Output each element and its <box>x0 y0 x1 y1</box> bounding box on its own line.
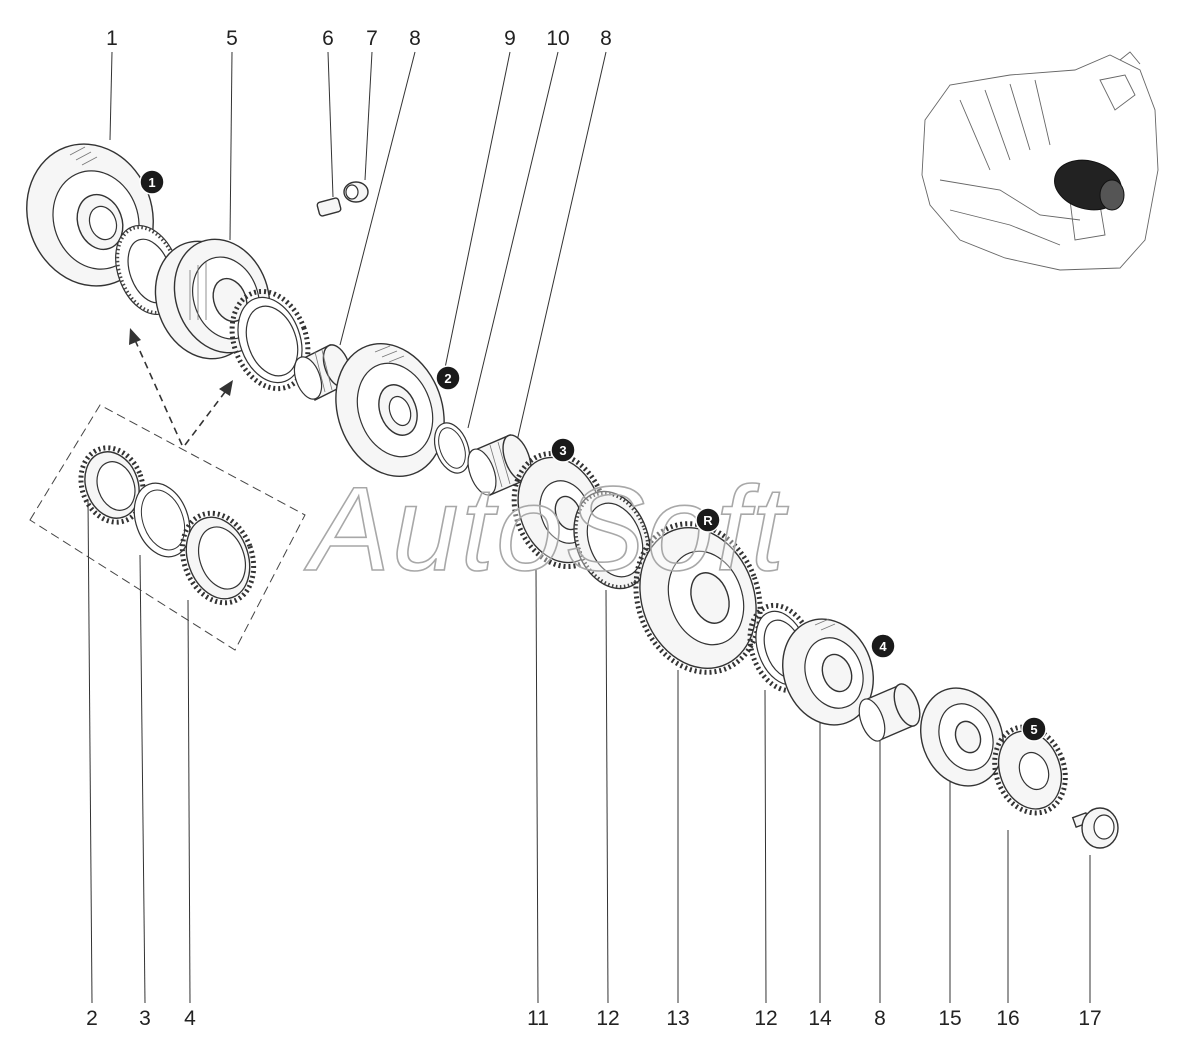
callouts-bottom: 2 3 4 11 12 13 12 14 8 15 16 17 <box>86 1007 1102 1030</box>
badge-1: 1 <box>139 169 165 195</box>
callout-13: 13 <box>666 1007 689 1030</box>
part-8-needle-bearing-a <box>293 344 352 401</box>
callout-15: 15 <box>938 1007 961 1030</box>
svg-text:3: 3 <box>559 443 566 458</box>
callout-12-b: 12 <box>754 1007 777 1030</box>
callout-7: 7 <box>366 27 378 50</box>
callout-5: 5 <box>226 27 238 50</box>
svg-text:5: 5 <box>1030 722 1037 737</box>
callout-10: 10 <box>546 27 569 50</box>
part-7-spring <box>343 181 369 203</box>
part-10-circlip <box>433 422 471 474</box>
callout-2: 2 <box>86 1007 98 1030</box>
callout-17: 17 <box>1078 1007 1101 1030</box>
callout-8-c: 8 <box>874 1007 886 1030</box>
callout-14: 14 <box>808 1007 832 1030</box>
callout-12-a: 12 <box>596 1007 619 1030</box>
callouts-top: 1 5 6 7 8 9 10 8 <box>106 27 612 50</box>
callout-16: 16 <box>996 1007 1019 1030</box>
part-14-gear <box>782 618 874 726</box>
part-15-ball-bearing <box>920 687 1004 787</box>
callout-11: 11 <box>527 1007 549 1030</box>
synchro-inset-group <box>29 328 306 651</box>
part-3-ring <box>133 482 191 558</box>
part-17-bolt <box>1071 807 1119 849</box>
badge-5: 5 <box>1021 716 1047 742</box>
part-2-ring <box>78 445 146 525</box>
callout-6: 6 <box>322 27 334 50</box>
callout-1: 1 <box>106 27 118 50</box>
part-8-needle-bearing-c <box>858 683 921 742</box>
svg-text:R: R <box>703 513 713 528</box>
part-13-reverse-gear <box>633 521 763 675</box>
badge-3: 3 <box>550 437 576 463</box>
callout-4: 4 <box>184 1007 196 1030</box>
part-16-gear <box>992 724 1068 816</box>
part-8-needle-bearing-b <box>467 434 532 496</box>
part-12-synchro-ring-c <box>573 490 651 590</box>
badge-2: 2 <box>435 365 461 391</box>
badge-4: 4 <box>870 633 896 659</box>
callout-3: 3 <box>139 1007 151 1030</box>
gearbox-thumbnail <box>921 51 1159 271</box>
callout-8-a: 8 <box>409 27 421 50</box>
callout-8-b: 8 <box>600 27 612 50</box>
svg-text:4: 4 <box>879 639 887 654</box>
part-4-ring <box>179 510 257 606</box>
callout-9: 9 <box>504 27 516 50</box>
watermark-text: AutoSoft <box>304 462 789 596</box>
synchro-ring-b <box>229 288 311 392</box>
part-9-gear <box>335 342 445 478</box>
svg-text:1: 1 <box>148 175 155 190</box>
leader-lines <box>87 51 1091 1004</box>
badge-r: R <box>695 507 721 533</box>
svg-text:2: 2 <box>444 371 451 386</box>
part-6-key <box>316 197 342 217</box>
